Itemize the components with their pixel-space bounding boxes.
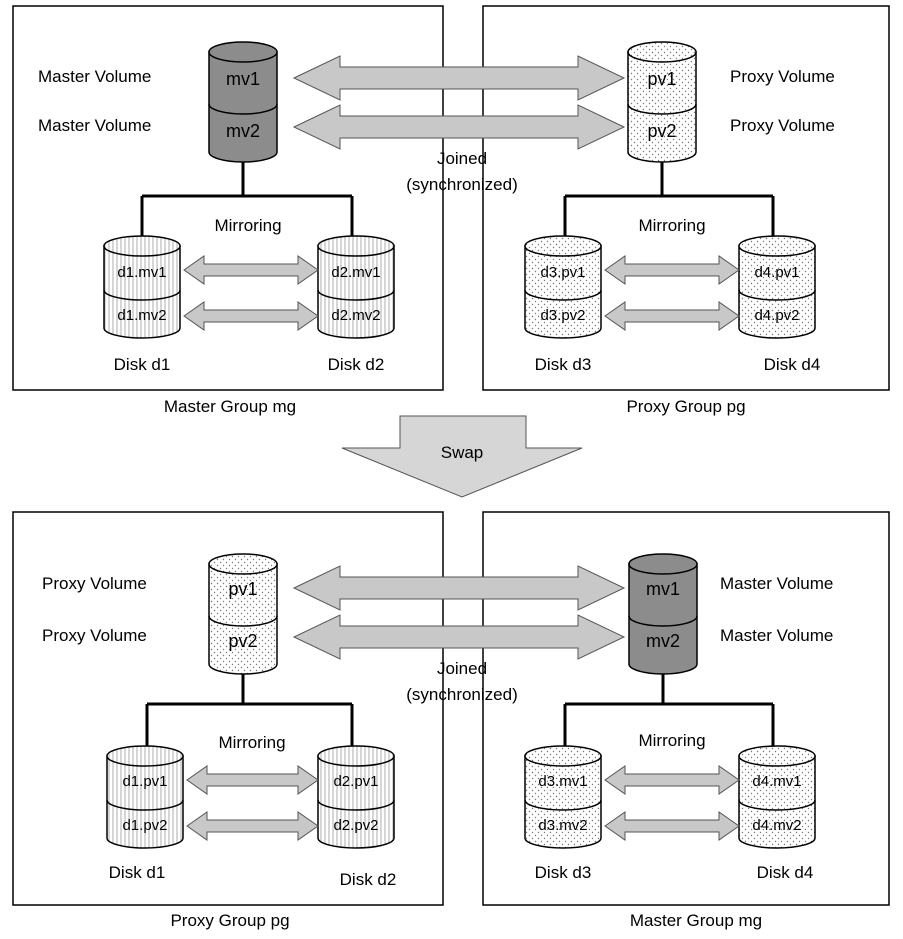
- mirror-arrow: [604, 765, 740, 795]
- disk-caption: Disk d2: [328, 355, 385, 374]
- join-arrow: [292, 565, 626, 611]
- mirror-arrow: [604, 255, 740, 285]
- volume-label: Master Volume: [38, 67, 151, 86]
- disk-volume-label: d1.pv1: [122, 773, 167, 790]
- master-volume-cylinder: [628, 553, 698, 675]
- disk-cylinder: [524, 235, 602, 339]
- group-box-before-right: [482, 5, 890, 391]
- volume-name: pv2: [647, 121, 676, 141]
- join-status: Joined: [437, 659, 487, 678]
- mirroring-label: Mirroring: [214, 216, 281, 235]
- disk-caption: Disk d4: [764, 355, 821, 374]
- disk-volume-label: d4.mv1: [752, 773, 801, 790]
- volume-name: pv1: [647, 69, 676, 89]
- mirror-arrow: [183, 301, 319, 331]
- disk-volume-label: d4.pv2: [754, 307, 799, 324]
- volume-label: Proxy Volume: [730, 116, 835, 135]
- join-status: Joined: [437, 149, 487, 168]
- master-volume-cylinder: [208, 41, 278, 163]
- volume-label: Master Volume: [720, 574, 833, 593]
- disk-volume-label: d3.pv1: [540, 264, 585, 281]
- mirror-arrow: [604, 811, 740, 841]
- disk-caption: Disk d3: [535, 863, 592, 882]
- mirror-arrow: [186, 765, 319, 795]
- mirroring-tree: [145, 674, 354, 748]
- disk-volume-label: d2.mv2: [331, 307, 380, 324]
- join-status: (synchronized): [406, 175, 518, 194]
- volume-label: Proxy Volume: [730, 67, 835, 86]
- group-caption: Master Group mg: [630, 911, 762, 930]
- disk-caption: Disk d4: [757, 863, 814, 882]
- disk-caption: Disk d2: [340, 870, 397, 889]
- volume-name: mv2: [226, 121, 260, 141]
- disk-cylinder: [317, 745, 395, 849]
- group-caption: Proxy Group pg: [626, 397, 745, 416]
- mirroring-tree: [563, 674, 775, 748]
- mirroring-label: Mirroring: [638, 731, 705, 750]
- disk-caption: Disk d1: [109, 863, 166, 882]
- volume-label: Master Volume: [720, 626, 833, 645]
- mirroring-tree: [563, 162, 775, 240]
- disk-volume-label: d4.pv1: [754, 264, 799, 281]
- swap-arrow: [341, 415, 583, 498]
- volume-label: Master Volume: [38, 116, 151, 135]
- disk-volume-label: d1.pv2: [122, 817, 167, 834]
- volume-name: mv1: [226, 69, 260, 89]
- group-box-after-left: [12, 511, 444, 906]
- disk-volume-label: d3.mv1: [538, 773, 587, 790]
- disk-volume-label: d3.mv2: [538, 817, 587, 834]
- volume-label: Proxy Volume: [42, 574, 147, 593]
- disk-volume-label: d2.pv1: [333, 773, 378, 790]
- swap-label: Swap: [441, 443, 484, 462]
- volume-name: pv2: [228, 631, 257, 651]
- disk-cylinder: [738, 235, 816, 339]
- mirror-arrow: [186, 811, 319, 841]
- mirror-arrow: [183, 255, 319, 285]
- group-caption: Master Group mg: [164, 397, 296, 416]
- join-arrow: [292, 55, 626, 101]
- join-arrow: [292, 104, 626, 150]
- volume-name: mv2: [646, 631, 680, 651]
- disk-cylinder: [317, 235, 395, 339]
- disk-volume-label: d3.pv2: [540, 307, 585, 324]
- join-arrow: [292, 614, 626, 660]
- join-status: (synchronized): [406, 685, 518, 704]
- group-box-after-right: [482, 511, 890, 906]
- disk-volume-label: d1.mv2: [117, 307, 166, 324]
- disk-cylinder: [103, 235, 181, 339]
- mirroring-label: Mirroring: [218, 733, 285, 752]
- disk-caption: Disk d3: [535, 355, 592, 374]
- disk-cylinder: [524, 745, 602, 849]
- mirroring-tree: [140, 162, 354, 240]
- disk-volume-label: d4.mv2: [752, 817, 801, 834]
- group-caption: Proxy Group pg: [170, 911, 289, 930]
- volume-name: mv1: [646, 579, 680, 599]
- disk-volume-label: d2.mv1: [331, 264, 380, 281]
- volume-name: pv1: [228, 579, 257, 599]
- disk-volume-label: d1.mv1: [117, 264, 166, 281]
- disk-cylinder: [106, 745, 184, 849]
- volume-label: Proxy Volume: [42, 626, 147, 645]
- group-box-before-left: [12, 5, 444, 391]
- disk-caption: Disk d1: [114, 355, 171, 374]
- mirror-arrow: [604, 301, 740, 331]
- proxy-volume-cylinder: [627, 41, 697, 163]
- disk-volume-label: d2.pv2: [333, 817, 378, 834]
- mirroring-label: Mirroring: [638, 216, 705, 235]
- disk-cylinder: [738, 745, 816, 849]
- proxy-volume-cylinder: [208, 553, 278, 675]
